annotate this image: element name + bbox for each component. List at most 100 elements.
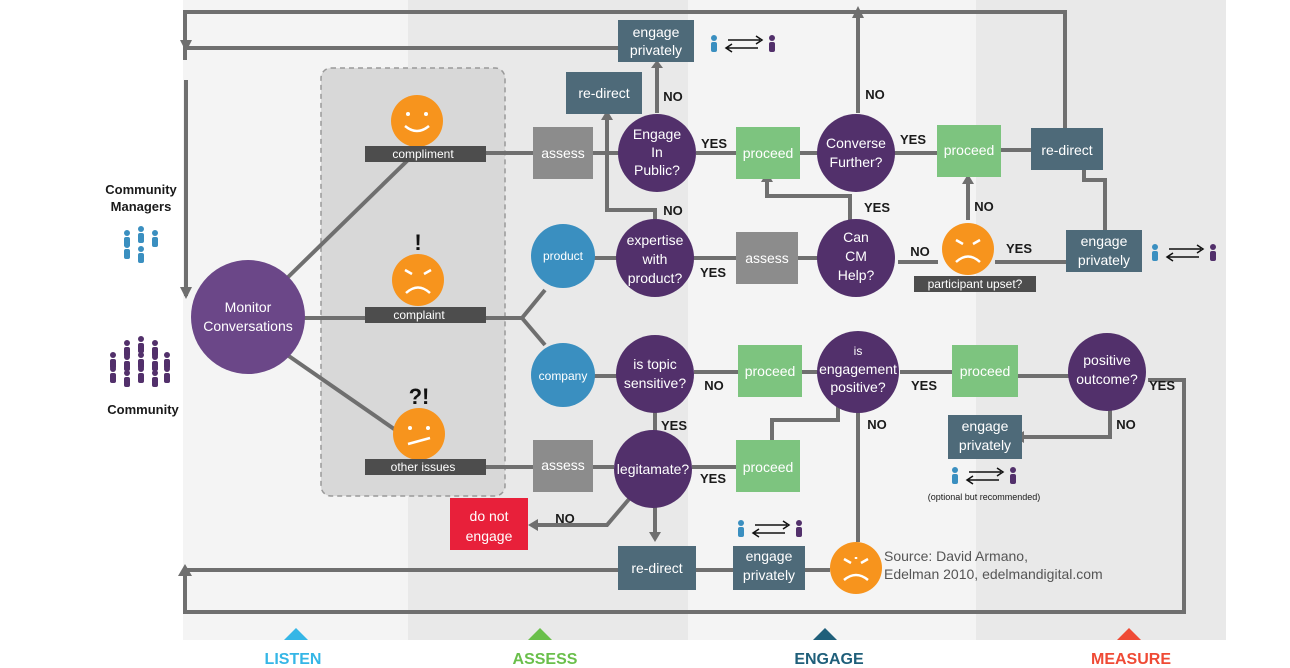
compliment-label: compliment bbox=[392, 147, 454, 161]
proceed-box-4 bbox=[952, 345, 1018, 397]
engage-privately-box-measure bbox=[1066, 230, 1142, 272]
engage-privately-box-outcome bbox=[948, 415, 1022, 459]
private-exchange-icon bbox=[711, 35, 775, 53]
upset-face-bottom-icon bbox=[830, 542, 882, 594]
source-line-2: Edelman 2010, edelmandigital.com bbox=[884, 566, 1103, 582]
engage-public-l3: Public? bbox=[634, 162, 680, 178]
community-icon bbox=[110, 336, 170, 387]
engagement-positive-node bbox=[817, 331, 899, 413]
complaint-label-bar bbox=[365, 307, 486, 323]
assess-label: assess bbox=[541, 145, 585, 161]
measure-triangle bbox=[1117, 628, 1141, 640]
line-monitor-other bbox=[281, 350, 412, 442]
label-yes: YES bbox=[700, 471, 726, 486]
proceed-label: proceed bbox=[743, 145, 794, 161]
participant-upset-face-icon bbox=[942, 223, 994, 275]
engage-band bbox=[688, 0, 976, 640]
arrowhead bbox=[601, 110, 613, 120]
label-yes: YES bbox=[661, 418, 687, 433]
expertise-l2: with bbox=[642, 251, 668, 267]
complaint-mark: ! bbox=[414, 230, 421, 255]
engage-privately-box-top bbox=[618, 20, 694, 62]
complaint-frown-icon bbox=[392, 254, 444, 306]
can-cm-l2: CM bbox=[845, 248, 867, 264]
engage-privately-l2: privately bbox=[959, 437, 1011, 453]
label-yes: YES bbox=[701, 136, 727, 151]
phase-engage: ENGAGE bbox=[794, 651, 864, 668]
arrowhead bbox=[180, 287, 192, 299]
topic-l2: sensitive? bbox=[624, 375, 686, 391]
listen-triangle bbox=[284, 628, 308, 640]
label-no: NO bbox=[663, 89, 683, 104]
can-cm-l1: Can bbox=[843, 229, 869, 245]
label-yes: YES bbox=[1006, 241, 1032, 256]
engage-privately-l2: privately bbox=[630, 42, 682, 58]
line-proceed-engagement-up bbox=[770, 400, 840, 440]
redirect-box-measure bbox=[1031, 128, 1103, 170]
participant-upset-label: participant upset? bbox=[928, 277, 1023, 291]
arrowhead bbox=[528, 519, 538, 531]
label-yes: YES bbox=[900, 132, 926, 147]
engage-privately-l2: privately bbox=[1078, 252, 1130, 268]
role-managers-line2: Managers bbox=[111, 199, 172, 214]
monitor-conversations-node bbox=[191, 260, 305, 374]
company-node bbox=[531, 343, 595, 407]
engage-privately-l1: engage bbox=[1081, 233, 1128, 249]
monitor-label-1: Monitor bbox=[225, 299, 272, 315]
expertise-node bbox=[616, 219, 694, 297]
line-can-cm-yes bbox=[765, 180, 852, 222]
engagement-l1: is bbox=[854, 344, 863, 358]
phase-listen: LISTEN bbox=[265, 651, 322, 668]
label-yes: YES bbox=[700, 265, 726, 280]
assess-triangle bbox=[528, 628, 552, 640]
proceed-label: proceed bbox=[743, 459, 794, 475]
private-exchange-icon bbox=[1152, 244, 1216, 262]
assess-label: assess bbox=[541, 457, 585, 473]
engage-privately-box-bottom bbox=[733, 546, 805, 590]
topic-l1: is topic bbox=[633, 356, 677, 372]
label-no: NO bbox=[663, 203, 683, 218]
label-yes: YES bbox=[864, 200, 890, 215]
other-issues-face-icon bbox=[393, 408, 445, 460]
arrowhead bbox=[180, 40, 192, 52]
label-no: NO bbox=[865, 87, 885, 102]
label-no: NO bbox=[974, 199, 994, 214]
assess-box-compliment bbox=[533, 127, 593, 179]
converse-further-node bbox=[817, 114, 895, 192]
proceed-box-1 bbox=[736, 127, 800, 179]
label-yes: YES bbox=[911, 378, 937, 393]
engage-privately-l1: engage bbox=[746, 548, 793, 564]
label-no: NO bbox=[867, 417, 887, 432]
compliment-label-bar bbox=[365, 146, 486, 162]
product-label: product bbox=[543, 249, 584, 263]
arrowhead bbox=[852, 6, 864, 18]
proceed-label: proceed bbox=[745, 363, 796, 379]
redirect-label: re-direct bbox=[578, 85, 629, 101]
label-no: NO bbox=[555, 511, 575, 526]
expertise-l1: expertise bbox=[627, 232, 684, 248]
do-not-engage-l1: do not bbox=[470, 508, 509, 524]
private-exchange-icon bbox=[738, 520, 802, 538]
topic-sensitive-node bbox=[616, 335, 694, 413]
monitor-label-2: Conversations bbox=[203, 318, 293, 334]
converse-l2: Further? bbox=[830, 154, 883, 170]
assess-box-expertise bbox=[736, 232, 798, 284]
compliment-smiley-icon bbox=[391, 95, 443, 147]
do-not-engage-l2: engage bbox=[466, 528, 513, 544]
proceed-box-3 bbox=[738, 345, 802, 397]
phase-assess: ASSESS bbox=[513, 651, 578, 668]
proceed-box-2 bbox=[937, 125, 1001, 177]
legitimate-node bbox=[614, 430, 692, 508]
outcome-l2: outcome? bbox=[1076, 371, 1138, 387]
loop-top-outer bbox=[183, 10, 1067, 128]
redirect-label: re-direct bbox=[631, 560, 682, 576]
engagement-l2: engagement bbox=[819, 361, 897, 377]
loop-bottom-outer bbox=[183, 378, 1186, 614]
line-legit-no bbox=[538, 496, 632, 527]
line-engage-to-redirect bbox=[1082, 168, 1107, 230]
complaint-label: complaint bbox=[393, 308, 445, 322]
proceed-box-5 bbox=[736, 440, 800, 492]
arrowhead bbox=[178, 564, 192, 576]
